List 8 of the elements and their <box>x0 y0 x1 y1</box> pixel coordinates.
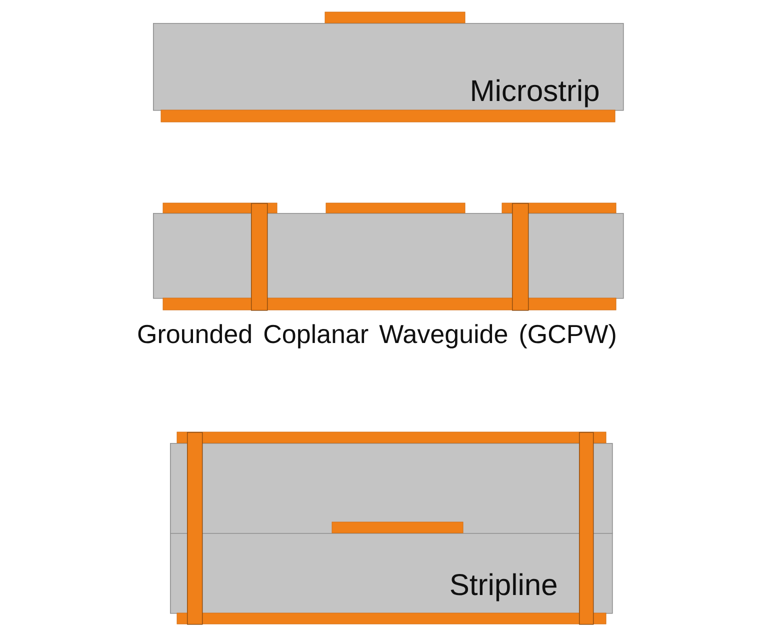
substrate-box: Grounded Coplanar Waveguide (GCPW) <box>138 213 624 348</box>
via <box>251 203 268 311</box>
node-label: Grounded Coplanar Waveguide (GCPW) <box>138 324 616 348</box>
substrate-box: Microstrip <box>153 23 624 111</box>
via <box>512 203 529 311</box>
via <box>579 432 594 625</box>
substrate-box: Stripline <box>170 533 613 614</box>
via <box>187 432 203 625</box>
